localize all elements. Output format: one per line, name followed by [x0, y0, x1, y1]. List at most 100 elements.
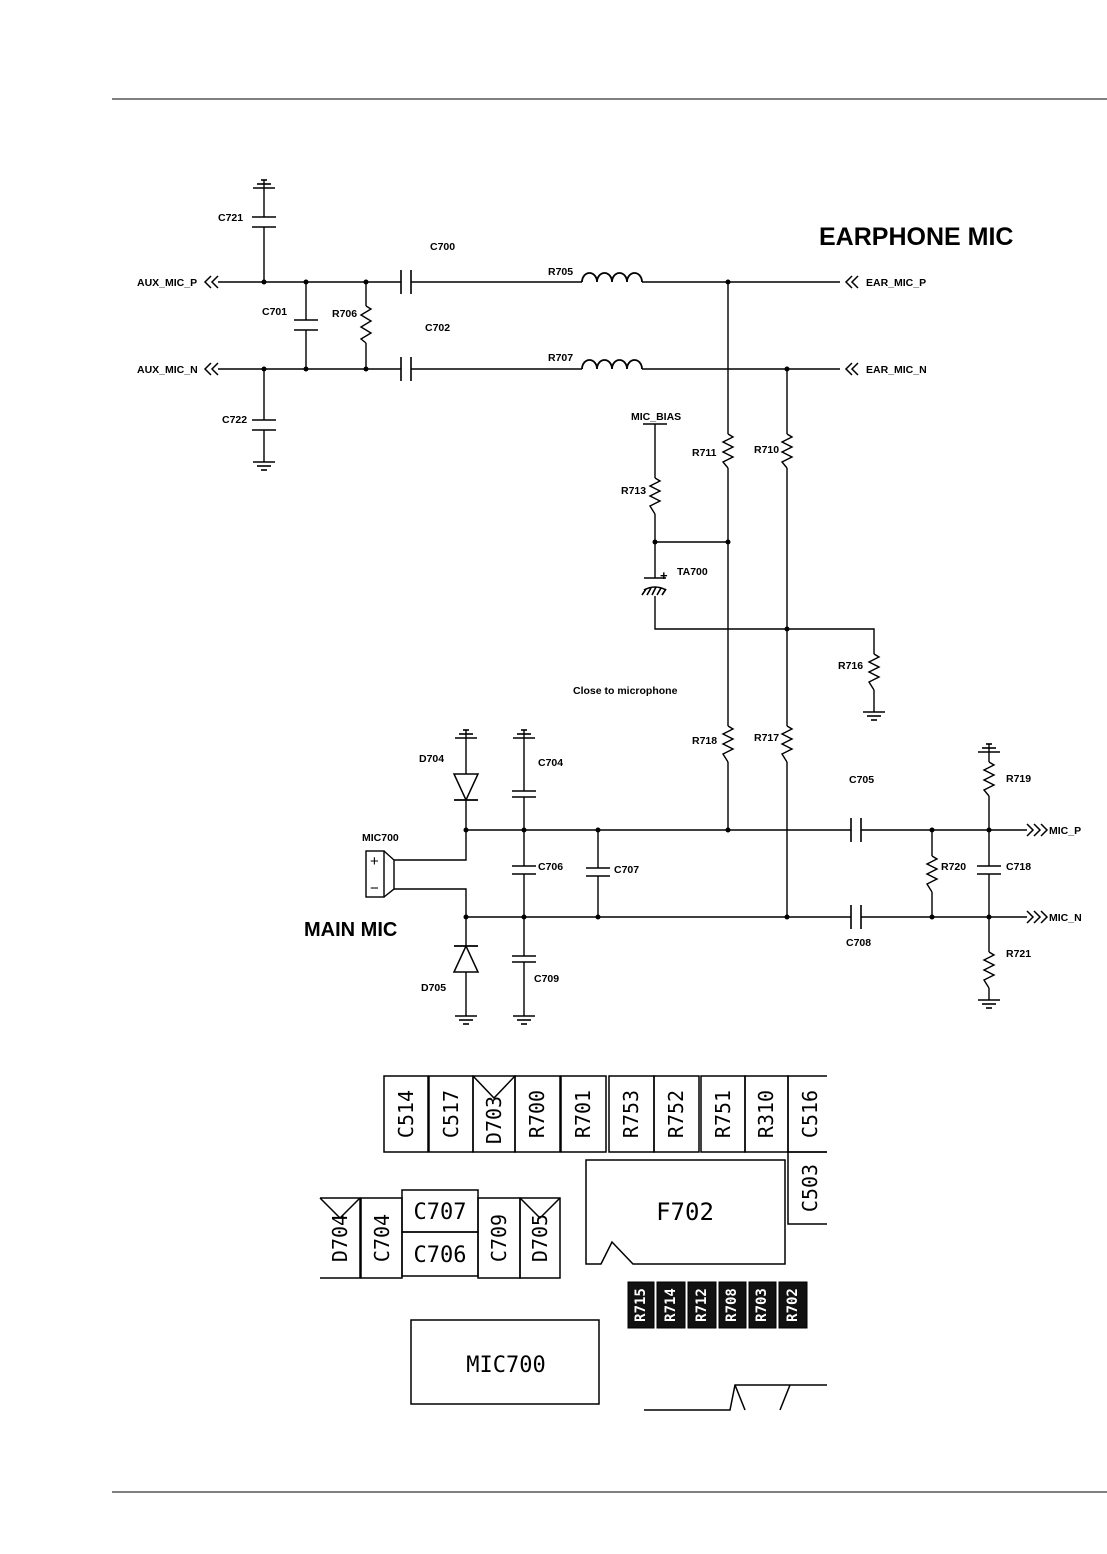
pcb-label-r700: R700 — [525, 1090, 549, 1138]
c700-symbol — [400, 270, 412, 294]
pcb-label-r751: R751 — [711, 1090, 735, 1138]
d705-symbol — [452, 944, 480, 973]
pcb-pad-d704 — [320, 1197, 361, 1279]
r713-label: R713 — [621, 485, 646, 497]
resistors — [359, 305, 996, 989]
pcb-pad-r700 — [514, 1075, 561, 1153]
mic-n-label: MIC_N — [1049, 912, 1082, 924]
pcb-pad-r703 — [748, 1281, 777, 1329]
pcb-label-c706: C706 — [414, 1243, 467, 1268]
pcb-label-d703: D703 — [482, 1096, 506, 1144]
pcb-d703-notch — [472, 1075, 516, 1100]
pcb-label-c709: C709 — [487, 1214, 511, 1262]
pcb-pad-r702 — [778, 1281, 808, 1329]
pcb-label-d704: D704 — [328, 1214, 352, 1262]
ta700-label: TA700 — [677, 566, 708, 578]
pcb-pad-d705 — [519, 1197, 561, 1279]
pcb-label-r703: R703 — [754, 1288, 770, 1322]
c707-symbol — [586, 867, 610, 877]
r705-label: R705 — [548, 266, 573, 278]
c708-label: C708 — [846, 937, 871, 949]
r707-symbol — [581, 359, 643, 370]
mic-n-arrow — [1026, 910, 1049, 924]
pcb-pad-r712 — [687, 1281, 717, 1329]
c704-symbol — [512, 790, 536, 798]
pcb-label-r753: R753 — [619, 1090, 643, 1138]
aux-mic-n-arrow — [203, 362, 219, 376]
r716-symbol — [867, 653, 881, 691]
connector-arrows — [203, 275, 1049, 924]
c722-label: C722 — [222, 414, 247, 426]
mic700-minus: − — [370, 880, 379, 897]
close-to-microphone-note: Close to microphone — [573, 685, 678, 697]
pcb-label-c503: C503 — [798, 1164, 822, 1212]
c721-label: C721 — [218, 212, 243, 224]
c701-symbol — [294, 319, 318, 331]
r719-label: R719 — [1006, 773, 1031, 785]
c718-symbol — [977, 865, 1001, 875]
c702-symbol — [400, 357, 412, 381]
r717-label: R717 — [754, 732, 779, 744]
c705-label: C705 — [849, 774, 874, 786]
main-mic-title: MAIN MIC — [304, 919, 397, 941]
c706-symbol — [512, 865, 536, 875]
r720-symbol — [925, 855, 939, 893]
pcb-label-c517: C517 — [439, 1090, 463, 1138]
r706-symbol — [359, 305, 373, 344]
pcb-pad-mic700 — [410, 1319, 600, 1405]
r711-symbol — [721, 433, 735, 469]
pcb-pad-r714 — [656, 1281, 686, 1329]
r721-label: R721 — [1006, 948, 1031, 960]
pcb-label-c514: C514 — [394, 1090, 418, 1138]
c707-label: C707 — [614, 864, 639, 876]
ground-symbols — [252, 179, 1001, 1025]
c718-label: C718 — [1006, 861, 1031, 873]
pcb-label-mic700: MIC700 — [466, 1353, 545, 1378]
aux-mic-p-label: AUX_MIC_P — [137, 277, 197, 289]
r710-label: R710 — [754, 444, 779, 456]
pcb-pad-f702 — [585, 1159, 786, 1265]
r705-symbol — [581, 272, 643, 283]
mic700-symbol — [365, 850, 395, 898]
mic-bias-label: MIC_BIAS — [631, 411, 681, 423]
earphone-mic-title: EARPHONE MIC — [819, 223, 1013, 251]
r716-label: R716 — [838, 660, 863, 672]
ear-mic-n-label: EAR_MIC_N — [866, 364, 927, 376]
pcb-label-r752: R752 — [664, 1090, 688, 1138]
pcb-d704-notch — [319, 1197, 361, 1220]
c706-label: C706 — [538, 861, 563, 873]
pcb-pad-r708 — [718, 1281, 747, 1329]
r707-label: R707 — [548, 352, 573, 364]
d704-symbol — [452, 773, 480, 802]
pcb-partial-outline — [644, 1384, 827, 1411]
r721-symbol — [982, 951, 996, 989]
pcb-label-c704: C704 — [370, 1214, 394, 1262]
pcb-pad-r715 — [627, 1281, 655, 1329]
r719-symbol — [982, 761, 996, 797]
c705-symbol — [850, 818, 862, 842]
mic700-plus: + — [370, 853, 379, 870]
r713-symbol — [648, 477, 662, 515]
r718-symbol — [721, 725, 735, 763]
pcb-label-f702: F702 — [656, 1198, 714, 1226]
pcb-label-r714: R714 — [663, 1288, 679, 1322]
r718-label: R718 — [692, 735, 717, 747]
c701-label: C701 — [262, 306, 287, 318]
pcb-label-d705: D705 — [528, 1214, 552, 1262]
r711-label: R711 — [692, 447, 717, 459]
ta700-plus: + — [660, 568, 668, 583]
c721-symbol — [252, 216, 276, 228]
r706-label: R706 — [332, 308, 357, 320]
c722-symbol — [252, 419, 276, 431]
d704-label: D704 — [419, 753, 444, 765]
c702-label: C702 — [425, 322, 450, 334]
c709-symbol — [512, 955, 536, 963]
pcb-pad-c514 — [383, 1075, 429, 1153]
pcb-d705-notch — [519, 1197, 561, 1220]
pcb-label-c707: C707 — [414, 1200, 467, 1225]
aux-mic-p-arrow — [203, 275, 219, 289]
pcb-label-r702: R702 — [785, 1288, 801, 1322]
pcb-pad-c503 — [787, 1151, 827, 1225]
c700-label: C700 — [430, 241, 455, 253]
